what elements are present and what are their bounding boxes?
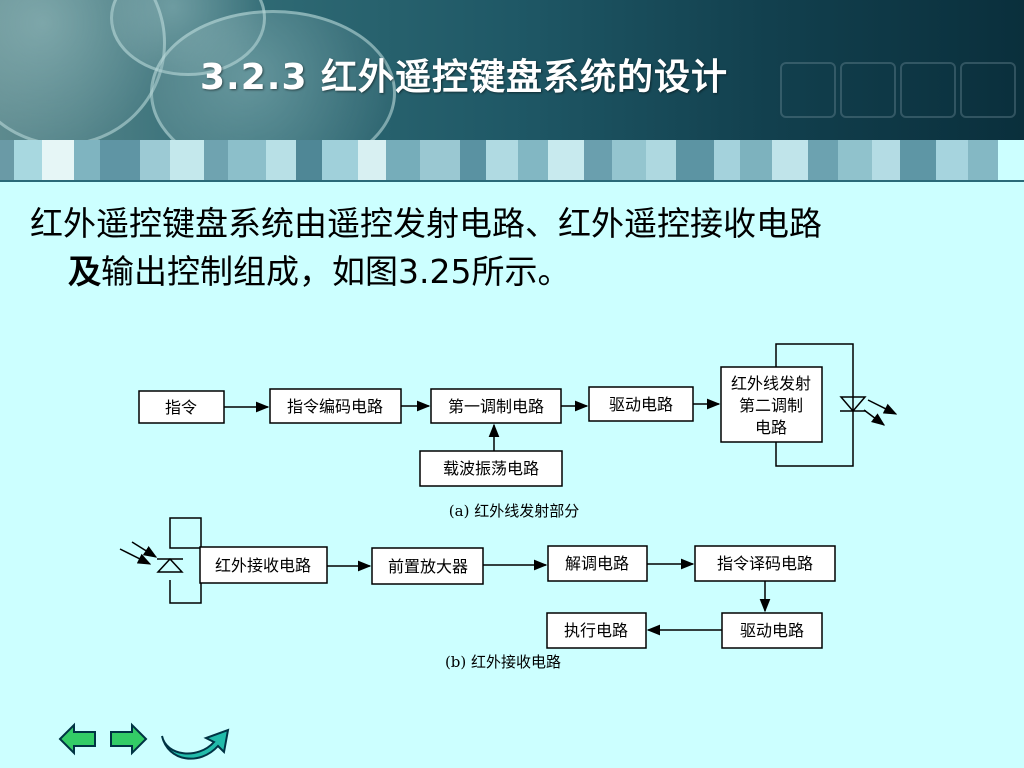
label-transmit-line3: 电路 (755, 418, 787, 437)
photodiode-icon (156, 557, 184, 573)
block-ir-receive (199, 546, 328, 584)
paragraph-line-2: 及输出控制组成，如图3.25所示。 (30, 248, 1000, 296)
label-driver-a: 驱动电路 (609, 395, 673, 414)
diagram-b-labels: 红外接收电路 前置放大器 解调电路 指令译码电路 驱动电路 执行电路 (b) 红… (215, 554, 813, 671)
slide-title: 3.2.3 红外遥控键盘系统的设计 (200, 57, 729, 98)
block-mod1 (430, 388, 562, 424)
paragraph-line-1: 红外遥控键盘系统由遥控发射电路、红外遥控接收电路 (30, 204, 822, 243)
led-loop-wire (775, 343, 854, 467)
square-decoration (960, 62, 1016, 118)
label-demod: 解调电路 (565, 554, 629, 573)
led-diode-icon (839, 396, 867, 413)
body-paragraph: 红外遥控键盘系统由遥控发射电路、红外遥控接收电路 及输出控制组成，如图3.25所… (30, 200, 1000, 296)
label-driver-b: 驱动电路 (740, 621, 804, 640)
label-command: 指令 (165, 398, 197, 417)
light-emit-ray-icon (867, 399, 898, 415)
return-arrow-icon (161, 728, 230, 760)
light-receive-ray-icon (131, 541, 158, 558)
label-transmit-line1: 红外线发射 (731, 374, 811, 393)
light-receive-ray-icon (119, 548, 152, 565)
slide-header: 3.2.3 红外遥控键盘系统的设计 (0, 0, 1024, 140)
square-decoration (840, 62, 896, 118)
diagram-b-receiver (119, 517, 836, 649)
right-arrow-icon (110, 722, 148, 756)
caption-a: (a) 红外线发射部分 (449, 502, 579, 520)
label-transmit-line2: 第二调制 (739, 396, 803, 415)
caption-b: (b) 红外接收电路 (445, 653, 561, 671)
paragraph-bold-word: 及 (68, 252, 101, 291)
paragraph-line-2-text: 输出控制组成，如图3.25所示。 (101, 252, 571, 291)
label-carrier: 载波振荡电路 (443, 459, 539, 478)
label-decoder: 指令译码电路 (717, 554, 813, 573)
block-exec (546, 612, 647, 649)
block-driver-b (721, 612, 823, 649)
return-button[interactable] (158, 722, 232, 762)
label-preamp: 前置放大器 (388, 557, 468, 576)
label-mod1: 第一调制电路 (448, 397, 544, 416)
block-preamp (371, 547, 484, 585)
block-ir-transmit (720, 366, 823, 443)
block-carrier (419, 450, 563, 487)
prev-slide-button[interactable] (58, 722, 98, 756)
block-command (138, 390, 225, 424)
left-arrow-icon (58, 722, 96, 756)
label-encoder: 指令编码电路 (287, 397, 383, 416)
diagram-a-labels: 指令 指令编码电路 第一调制电路 驱动电路 红外线发射 第二调制 电路 载波振荡… (165, 374, 811, 520)
light-emit-ray-icon (863, 409, 886, 426)
label-ir-receive: 红外接收电路 (215, 556, 311, 575)
header-divider (0, 180, 1024, 182)
label-exec: 执行电路 (564, 621, 628, 640)
square-decoration (900, 62, 956, 118)
diagram-a-transmitter (138, 343, 898, 487)
next-slide-button[interactable] (108, 722, 148, 756)
stripe-band (0, 140, 1024, 180)
photodiode-loop-wire (169, 517, 202, 604)
square-decoration (780, 62, 836, 118)
